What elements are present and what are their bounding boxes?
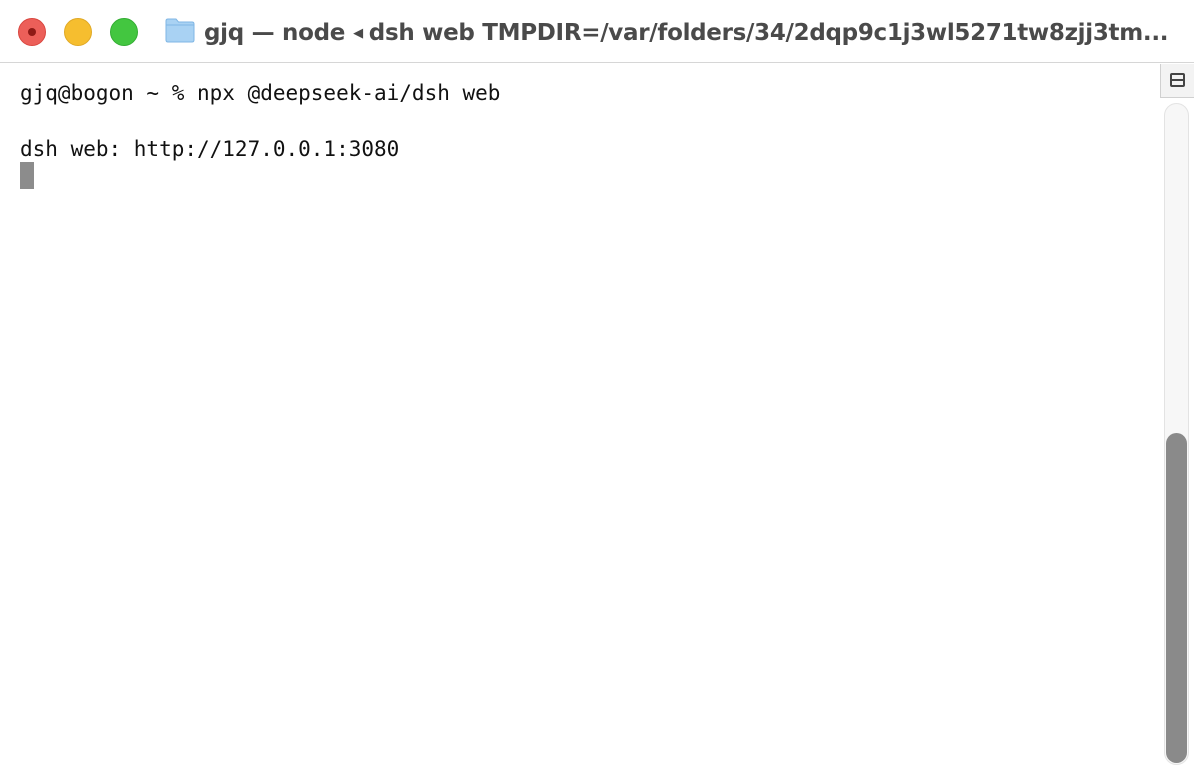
close-window-button[interactable] [18,18,46,46]
scrollbar-thumb[interactable] [1166,433,1187,763]
folder-icon [165,18,195,43]
window-title-main: gjq — node [204,20,346,46]
zoom-window-button[interactable] [110,18,138,46]
terminal-line-command: gjq@bogon ~ % npx @deepseek-ai/dsh web [20,81,501,105]
window-title: gjq — node ◀ dsh web TMPDIR=/var/folders/3… [204,17,1179,49]
minimize-window-button[interactable] [64,18,92,46]
title-bar[interactable]: gjq — node ◀ dsh web TMPDIR=/var/folders/3… [0,0,1194,63]
terminal-line-output: dsh web: http://127.0.0.1:3080 [20,137,400,161]
split-pane-icon [1170,73,1185,87]
text-cursor [20,162,34,189]
split-pane-button[interactable] [1160,64,1194,98]
window-title-detail: dsh web TMPDIR=/var/folders/34/2dqp9c1j3… [368,20,1169,46]
left-arrow-icon: ◀ [353,25,363,41]
terminal-output-area[interactable]: gjq@bogon ~ % npx @deepseek-ai/dsh web d… [0,64,1160,770]
